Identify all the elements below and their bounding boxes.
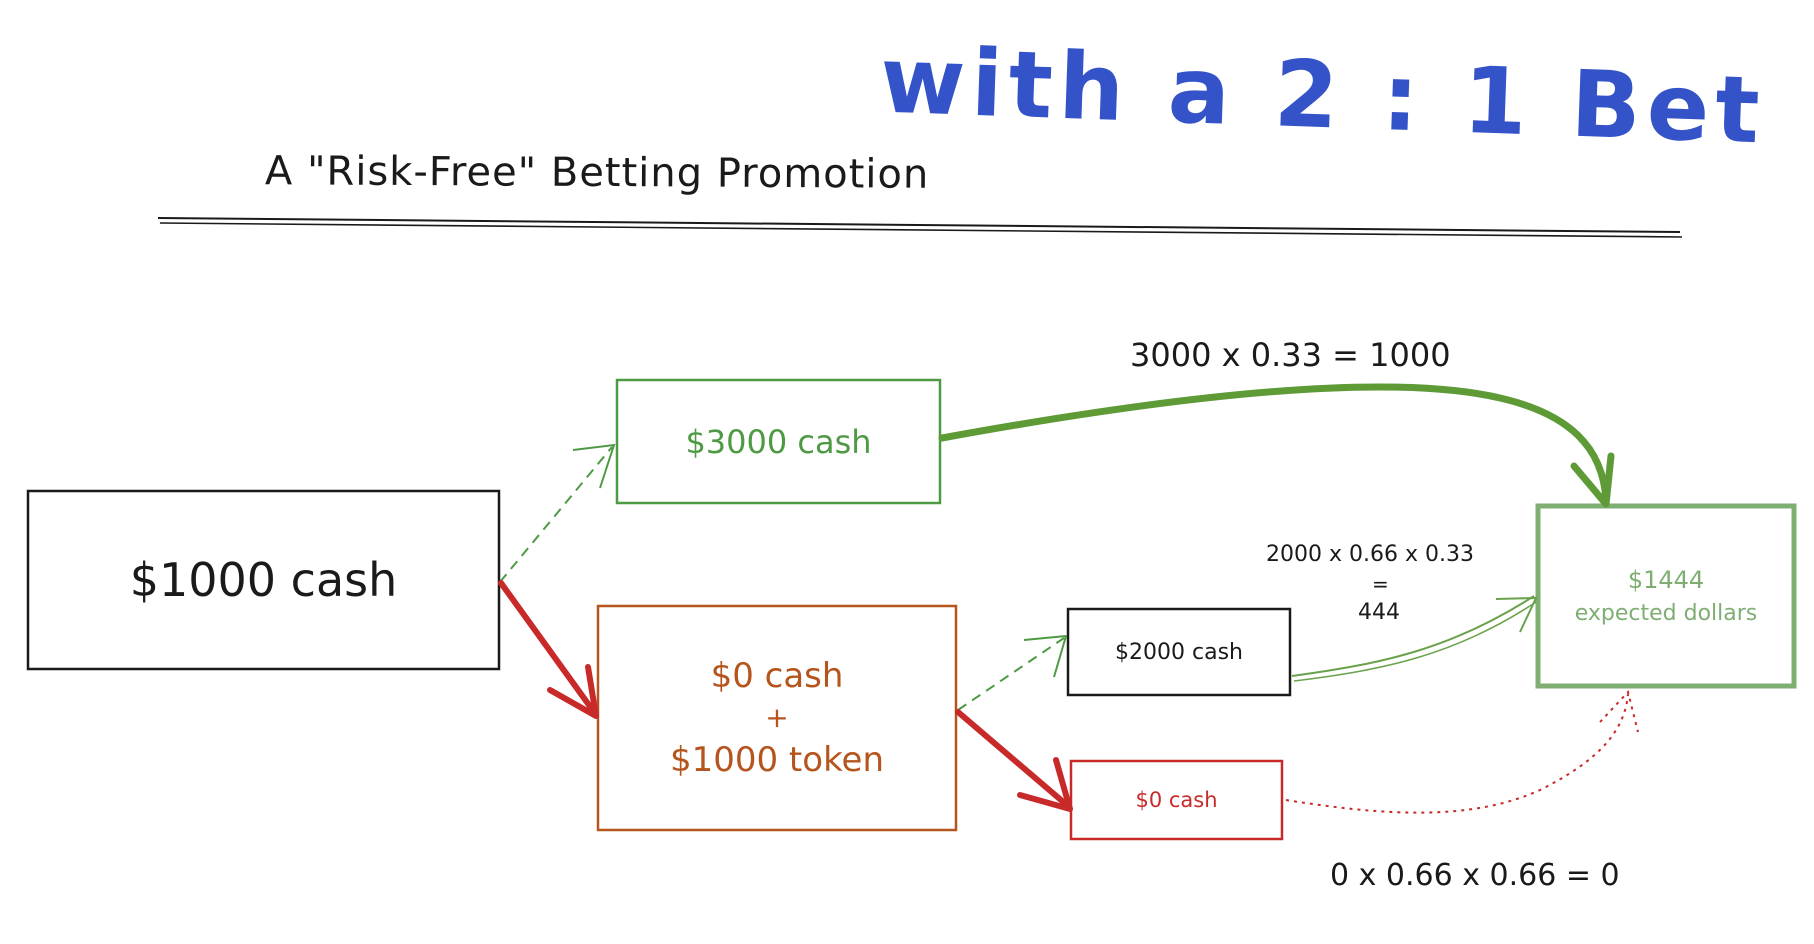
- equation-win-path: 3000 x 0.33 = 1000: [1130, 336, 1451, 374]
- start-node: $1000 cash: [28, 491, 499, 669]
- equation-token-win-line1: 2000 x 0.66 x 0.33: [1266, 542, 1474, 567]
- arrow-token-win-to-result-head: [1495, 596, 1538, 633]
- page-title: A "Risk-Free" Betting Promotion: [264, 148, 930, 198]
- arrow-loss-to-token-loss-head: [1017, 757, 1073, 812]
- loss-node: $0 cash + $1000 token: [598, 606, 956, 830]
- arrow-token-win-to-result-2: [1293, 601, 1537, 682]
- arrow-loss-to-token-win: [957, 637, 1065, 711]
- result-node: $1444 expected dollars: [1538, 506, 1794, 686]
- header-rule: [157, 217, 1681, 233]
- arrow-loss-to-token-loss: [955, 709, 1071, 809]
- arrow-win-to-result: [938, 383, 1610, 504]
- arrow-loss-to-token-win-head: [1023, 634, 1068, 678]
- result-node-line1: $1444: [1627, 566, 1705, 594]
- token-loss-box-outline: [1069, 759, 1284, 841]
- win-node: $3000 cash: [617, 380, 940, 503]
- arrow-token-loss-to-result: [1285, 693, 1629, 814]
- arrow-start-to-loss: [498, 580, 597, 715]
- win-box-outline: [615, 378, 942, 505]
- result-box-outline: [1535, 503, 1797, 689]
- token-win-box-outline: [1066, 607, 1292, 697]
- arrow-start-to-loss-head: [547, 664, 599, 719]
- arrow-token-loss-to-result-head: [1599, 689, 1639, 733]
- arrow-start-to-win: [499, 446, 613, 583]
- arrow-token-win-to-result: [1291, 595, 1535, 677]
- result-node-line2: expected dollars: [1574, 601, 1758, 626]
- start-node-label: $1000 cash: [129, 553, 398, 607]
- equation-token-loss-path: 0 x 0.66 x 0.66 = 0: [1330, 858, 1620, 893]
- token-win-node-label: $2000 cash: [1115, 639, 1243, 665]
- start-box-outline: [26, 489, 501, 671]
- loss-node-line2: +: [765, 701, 789, 734]
- token-win-node: $2000 cash: [1068, 609, 1290, 695]
- header-rule-2: [159, 222, 1683, 238]
- token-loss-node-label: $0 cash: [1135, 788, 1218, 812]
- token-loss-node: $0 cash: [1071, 761, 1282, 839]
- loss-node-line3: $1000 token: [669, 740, 885, 780]
- arrow-start-to-win-head: [572, 443, 616, 489]
- equation-token-win-line3: 444: [1358, 600, 1400, 625]
- arrow-win-to-result-head: [1570, 452, 1615, 508]
- loss-node-line1: $0 cash: [710, 656, 844, 696]
- equation-token-win-line2: =: [1372, 572, 1389, 596]
- win-node-label: $3000 cash: [685, 422, 872, 461]
